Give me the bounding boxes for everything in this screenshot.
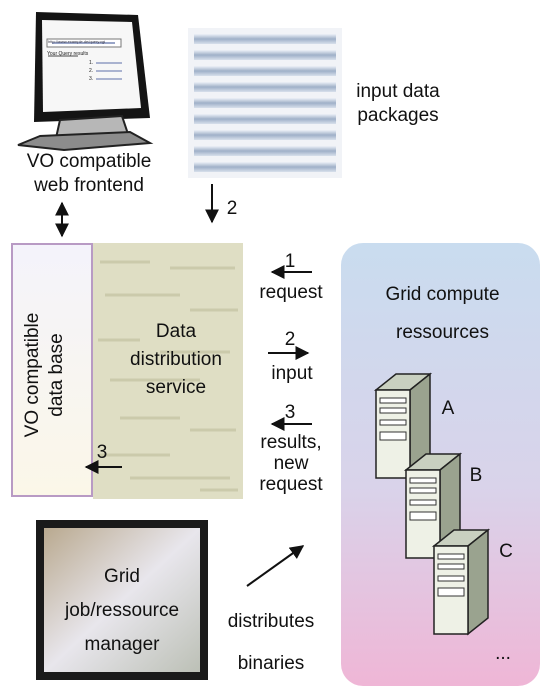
request-label: request [259,282,323,303]
grid-compute-line2: ressources [396,322,489,343]
dds-panel [93,243,243,499]
request-number: 1 [284,251,296,272]
monitor-result-2: 2. [89,68,94,74]
step-2-down: 2 [226,198,238,219]
distributes-arrow [246,545,305,587]
monitor-query-text: Your Query results [47,51,89,57]
dds-line1: Data [155,321,197,342]
results-line3: request [259,474,323,495]
distributes-label: distributes binaries [210,601,332,685]
database-label: VO compatible data base [21,250,81,500]
monitor-result-3: 3. [89,76,94,82]
input-label: input [271,363,313,384]
server-c-label: C [499,541,513,562]
database-line2: data base [46,333,67,417]
distributes-line1: distributes [227,611,315,632]
web-frontend-line2: web frontend [34,175,144,196]
grid-compute-line1: Grid compute [385,284,500,305]
dds-label: Data distribution service [112,318,240,402]
dds-line3: service [145,377,207,398]
input-data-label: input data packages [343,80,453,128]
db-step-3: 3 [96,442,108,463]
database-line1: VO compatible [22,312,43,438]
manager-label: Grid job/ressource manager [44,560,200,662]
manager-panel [36,520,208,680]
results-number: 3 [284,402,296,423]
monitor-url: http://www.example.de/query.cgi [48,39,106,44]
manager-line2: job/ressource [64,600,180,621]
input-data-line2: packages [357,105,439,126]
grid-compute-label: Grid compute ressources [355,276,530,352]
input-number: 2 [284,329,296,350]
distributes-line2: binaries [237,653,305,674]
ellipsis-label: ... [495,643,511,664]
manager-line1: Grid [104,566,140,587]
server-c-icon [431,528,491,636]
server-b-label: B [469,465,483,486]
monitor-result-1: 1. [89,60,94,66]
data-packages-icon [188,28,342,178]
database-panel [11,243,93,497]
results-label: results, new request [246,432,336,495]
monitor-icon [17,12,154,152]
web-frontend-line1: VO compatible [26,151,152,172]
server-a-icon [373,372,433,480]
input-data-line1: input data [356,81,440,102]
dds-line2: distribution [130,349,222,370]
server-a-label: A [441,398,455,419]
results-line1: results, [260,432,322,453]
web-frontend-label: VO compatible web frontend [0,150,178,198]
manager-line3: manager [84,634,160,655]
results-line2: new [273,453,309,474]
